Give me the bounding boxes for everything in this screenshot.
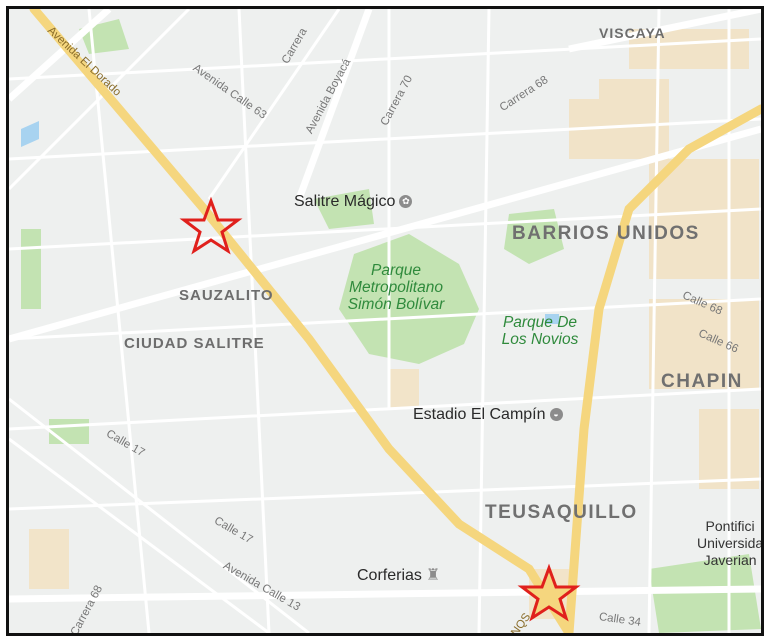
district-label-sauzalito: SAUZALITO bbox=[179, 287, 274, 304]
park-label-los-novios: Parque De Los Novios bbox=[495, 314, 585, 348]
district-label-chapinero: CHAPIN bbox=[661, 371, 743, 392]
poi-salitre-magico[interactable]: Salitre Mágico✿ bbox=[294, 193, 413, 211]
park-label-line: Parque bbox=[371, 262, 421, 279]
poi-label-line: Pontifici bbox=[705, 518, 755, 534]
poi-corferias[interactable]: Corferias♜ bbox=[357, 565, 440, 585]
highways bbox=[29, 9, 761, 633]
landmark-icon: ♜ bbox=[425, 567, 441, 584]
major-roads bbox=[9, 9, 761, 603]
poi-label: Corferias bbox=[357, 567, 422, 584]
park-label-line: Parque De bbox=[502, 314, 578, 331]
poi-label: Estadio El Campín bbox=[413, 406, 546, 423]
park-label-line: Metropolitano bbox=[349, 279, 443, 296]
minor-roads bbox=[9, 9, 761, 633]
district-label-ciudad-salitre: CIUDAD SALITRE bbox=[124, 335, 265, 352]
amusement-park-icon: ✿ bbox=[399, 195, 413, 209]
poi-label-line: Universida bbox=[697, 535, 764, 551]
park-label-simon-bolivar: Parque Metropolitano Simón Bolívar bbox=[341, 262, 451, 313]
park-label-line: Simón Bolívar bbox=[347, 296, 445, 313]
park-label-line: Los Novios bbox=[501, 331, 579, 348]
location-star-marker[interactable] bbox=[179, 196, 243, 255]
poi-pontificia-universidad-javeriana[interactable]: Pontifici Universida Javerian bbox=[697, 518, 764, 569]
poi-label: Salitre Mágico bbox=[294, 193, 396, 210]
district-label-teusaquillo: TEUSAQUILLO bbox=[485, 502, 638, 523]
district-label-barrios-unidos: BARRIOS UNIDOS bbox=[512, 223, 700, 244]
district-label-viscaya: VISCAYA bbox=[599, 25, 666, 41]
map-canvas[interactable] bbox=[9, 9, 761, 633]
location-star-marker[interactable] bbox=[517, 563, 581, 622]
poi-estadio-el-campin[interactable]: Estadio El Campín◒ bbox=[413, 406, 563, 424]
map-viewport[interactable]: VISCAYA BARRIOS UNIDOS SAUZALITO CIUDAD … bbox=[6, 6, 764, 636]
water-features bbox=[21, 121, 559, 324]
stadium-icon: ◒ bbox=[549, 408, 563, 422]
poi-label-line: Javerian bbox=[703, 552, 757, 568]
